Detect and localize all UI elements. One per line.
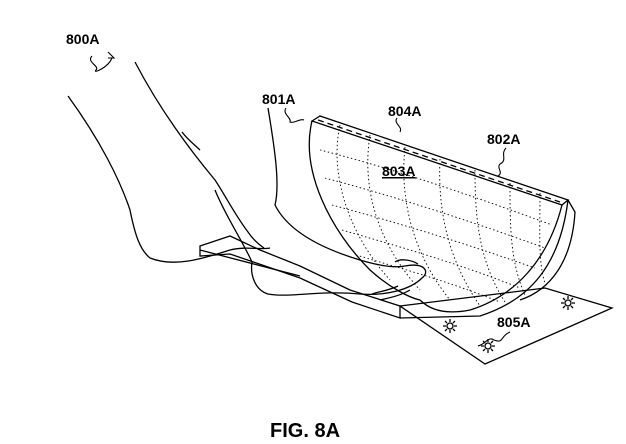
display-grid	[319, 124, 553, 307]
curved-display-device	[308, 115, 576, 319]
ref-label-801A: 801A	[262, 91, 295, 107]
ref-label-804A: 804A	[388, 103, 421, 119]
sun-icon	[560, 295, 576, 311]
ref-label-800A: 800A	[66, 31, 99, 47]
sun-icon	[442, 318, 458, 334]
ref-label-802A: 802A	[487, 131, 520, 147]
human-feet	[67, 61, 427, 301]
sun-icon	[480, 338, 496, 354]
ref-label-803A: 803A	[382, 163, 415, 179]
base-slab	[199, 235, 401, 319]
figure-caption: FIG. 8A	[270, 420, 340, 442]
leader-lines	[90, 51, 511, 347]
ref-label-805A: 805A	[497, 314, 530, 330]
ground-mat	[398, 287, 614, 365]
